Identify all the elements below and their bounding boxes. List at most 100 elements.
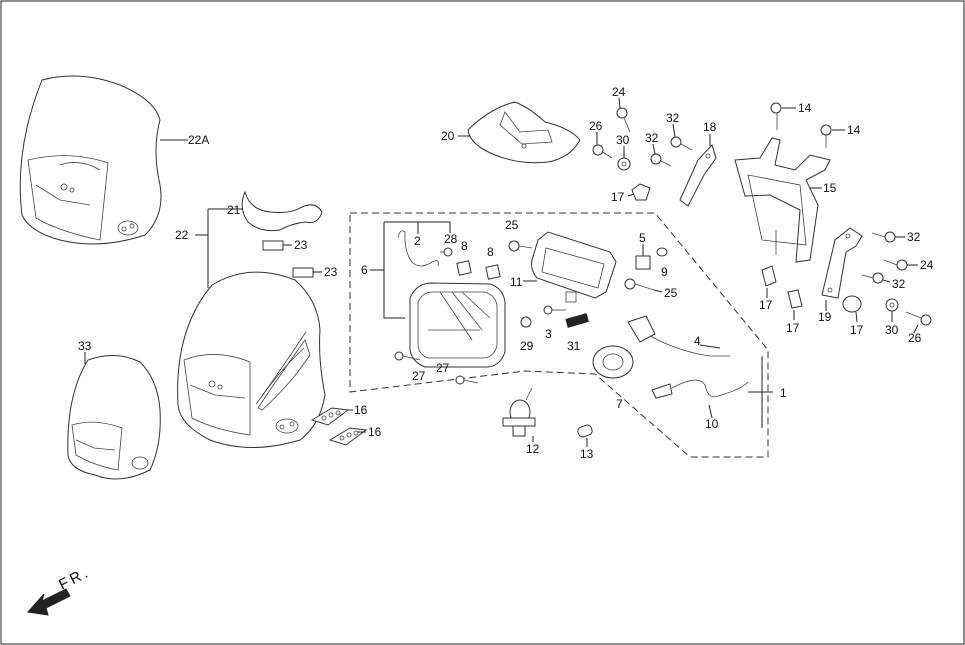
label-13: 13	[580, 447, 594, 461]
nut-8a-drawing	[456, 260, 472, 276]
label-29: 29	[520, 339, 534, 353]
screw-3-drawing	[543, 305, 566, 315]
label-16b: 16	[368, 425, 382, 439]
pad-23a-drawing	[262, 240, 284, 251]
label-21: 21	[227, 203, 241, 217]
label-24a: 24	[612, 85, 626, 99]
leader-22	[195, 209, 209, 288]
leader-1	[748, 356, 773, 428]
grommet-plate-16b-drawing	[328, 427, 368, 446]
label-26b: 26	[908, 331, 922, 345]
screw-28-drawing	[440, 247, 453, 257]
bolt-14b-drawing	[820, 124, 845, 148]
label-22: 22	[175, 228, 189, 242]
label-3: 3	[545, 327, 552, 341]
bolt-24a-drawing	[616, 97, 631, 133]
grommet-17d-drawing	[842, 295, 862, 323]
leader-6	[383, 222, 405, 319]
cowl-22a-drawing	[19, 75, 162, 245]
label-11: 11	[510, 275, 523, 289]
label-16a: 16	[354, 403, 368, 417]
label-14b: 14	[847, 123, 861, 137]
label-18: 18	[703, 120, 717, 134]
label-8a: 8	[461, 239, 468, 253]
label-25a: 25	[505, 218, 519, 232]
front-direction-arrow	[27, 588, 71, 616]
label-6: 6	[361, 263, 368, 277]
grommet-17c-drawing	[787, 289, 803, 320]
label-32d: 32	[892, 277, 906, 291]
bolt-24b-drawing	[883, 259, 918, 271]
label-15: 15	[823, 181, 837, 195]
grommet-17a-drawing	[627, 183, 651, 201]
nut-5-drawing	[635, 255, 651, 270]
washer-9-drawing	[656, 247, 668, 257]
wire-10-drawing	[651, 379, 749, 399]
cowl-33-drawing	[67, 355, 161, 480]
washer-29-drawing	[520, 316, 532, 328]
label-32b: 32	[645, 131, 659, 145]
part-labels: 22A 21 22 23 23 16 16 33 20 2 28 6 8 8 2…	[78, 85, 934, 461]
spring-31-drawing	[565, 313, 589, 328]
label-26a: 26	[589, 119, 603, 133]
leader-4	[699, 344, 721, 349]
label-24b: 24	[920, 258, 934, 272]
label-23b: 23	[324, 265, 338, 279]
label-19: 19	[818, 310, 832, 324]
label-12: 12	[526, 442, 540, 456]
label-7: 7	[616, 397, 623, 411]
stay-19-drawing	[821, 227, 863, 311]
headlight-frame-11-drawing	[531, 231, 617, 303]
label-17b: 17	[759, 298, 773, 312]
label-27b: 27	[436, 361, 450, 375]
bulb-13-drawing	[577, 424, 593, 438]
label-23a: 23	[294, 238, 308, 252]
label-30b: 30	[885, 323, 899, 337]
label-2: 2	[414, 234, 421, 248]
spring-clip-2-drawing	[397, 230, 439, 267]
label-9: 9	[661, 265, 668, 279]
bolt-26a-drawing	[592, 132, 613, 159]
screw-27a-drawing	[394, 351, 421, 361]
screw-25b-drawing	[624, 278, 663, 293]
leader-10	[708, 404, 713, 419]
label-20: 20	[441, 129, 455, 143]
bolt-14a-drawing	[770, 102, 796, 130]
nut-8b-drawing	[485, 264, 501, 280]
front-direction-label: FR.	[56, 563, 93, 593]
bolt-32b-drawing	[650, 143, 672, 167]
bulb-12-drawing	[502, 387, 536, 437]
label-14a: 14	[798, 101, 812, 115]
leader-28	[384, 221, 451, 233]
washer-30a-drawing	[617, 146, 631, 171]
headlight-6-drawing	[409, 282, 506, 368]
label-17c: 17	[786, 321, 800, 335]
bracket-20-drawing	[467, 101, 581, 164]
grommet-17b-drawing	[761, 265, 777, 298]
headlight-assembly-boundary	[349, 212, 769, 458]
label-30a: 30	[616, 133, 630, 147]
screw-27b-drawing	[455, 375, 479, 385]
label-10: 10	[705, 417, 719, 431]
label-33: 33	[78, 339, 92, 353]
label-32a: 32	[666, 111, 680, 125]
bolt-32d-drawing	[861, 272, 891, 284]
screw-25a-drawing	[508, 240, 533, 252]
socket-7-drawing	[592, 315, 730, 379]
bracket-15-drawing	[734, 137, 831, 263]
label-28: 28	[444, 232, 458, 246]
label-17d: 17	[850, 323, 864, 337]
label-1: 1	[780, 386, 787, 400]
bolt-26b-drawing	[905, 311, 932, 334]
label-4: 4	[694, 334, 701, 348]
washer-30b-drawing	[885, 298, 899, 322]
bolt-32c-drawing	[871, 231, 905, 243]
label-5: 5	[639, 231, 646, 245]
label-8b: 8	[487, 245, 494, 259]
label-31: 31	[567, 339, 581, 353]
label-22a: 22A	[188, 133, 209, 147]
pad-23b-drawing	[292, 267, 314, 278]
